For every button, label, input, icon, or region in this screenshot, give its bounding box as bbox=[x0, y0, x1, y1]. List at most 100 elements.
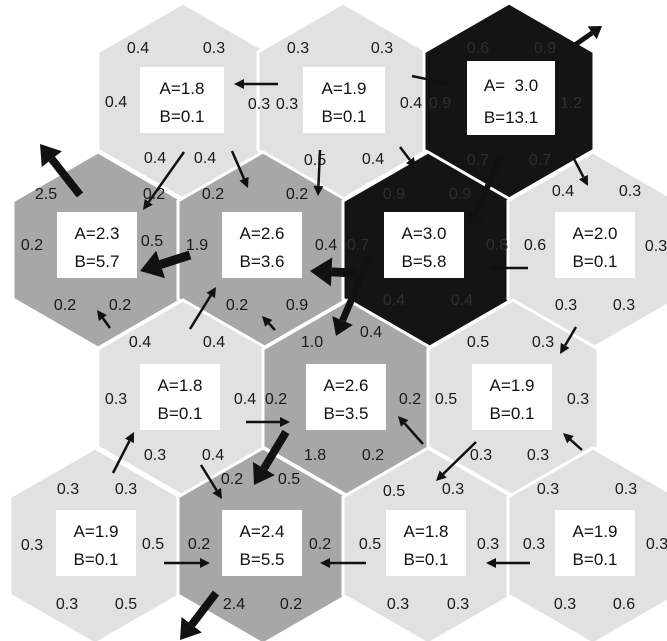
flow-arrow-head bbox=[320, 558, 330, 568]
edge-label: 0.2 bbox=[188, 536, 210, 553]
edge-label: 0.3 bbox=[477, 536, 499, 553]
cell-a-value: A=1.9 bbox=[74, 522, 119, 541]
flow-arrow-head bbox=[436, 470, 447, 481]
edge-label: 0.5 bbox=[467, 334, 489, 351]
edge-label: 0.2 bbox=[265, 391, 287, 408]
edge-label: 0.3 bbox=[527, 447, 549, 464]
flow-arrow-shaft bbox=[403, 422, 424, 445]
flow-arrow-head bbox=[310, 257, 333, 287]
edge-label: 0.3 bbox=[523, 536, 545, 553]
edge-label: 0.3 bbox=[371, 40, 393, 57]
cell-b-value: B=5.7 bbox=[75, 252, 120, 271]
edge-label: 1.0 bbox=[301, 334, 323, 351]
flow-arrow-head bbox=[206, 287, 216, 299]
flow-arrow-shaft bbox=[199, 464, 218, 492]
flow-arrow-head bbox=[587, 26, 602, 40]
edge-label: 0.3 bbox=[554, 596, 576, 613]
edge-label: 0.4 bbox=[203, 334, 225, 351]
flow-arrow-shaft bbox=[188, 590, 220, 628]
flow-arrow-shaft bbox=[230, 150, 246, 180]
edge-label: 0.3 bbox=[555, 297, 577, 314]
cell-a-value: A=1.8 bbox=[404, 522, 449, 541]
edge-label: 0.4 bbox=[451, 292, 473, 309]
edge-label: 0.2 bbox=[309, 536, 331, 553]
edge-label: 0.2 bbox=[21, 237, 43, 254]
cell-box-7: A=2.0 B=0.1 bbox=[555, 212, 635, 278]
edge-label: 0.3 bbox=[276, 96, 298, 113]
edge-label: 0.4 bbox=[129, 334, 151, 351]
edge-label: 0.5 bbox=[435, 391, 457, 408]
flow-arrow-shaft bbox=[331, 267, 357, 278]
edge-label: 0.4 bbox=[234, 391, 256, 408]
cell-box-14: A=1.9 B=0.1 bbox=[555, 510, 635, 576]
edge-labels: 0.4 0.3 0.3 0.3 0.4 0.3 0.3 0.4 0.4 0.4 … bbox=[21, 40, 667, 613]
edge-label: 0.6 bbox=[467, 40, 489, 57]
cell-b-value: B=0.1 bbox=[573, 252, 618, 271]
edge-label: 0.3 bbox=[21, 537, 43, 554]
flow-arrow-shaft bbox=[48, 156, 84, 198]
edge-label: 0.5 bbox=[141, 233, 163, 250]
cell-box-3: A= 3.0 B=13.1 bbox=[467, 61, 555, 135]
cell-box-5: A=2.6 B=3.6 bbox=[222, 212, 302, 278]
edge-label: 0.9 bbox=[534, 40, 556, 57]
edge-label: 1.9 bbox=[186, 237, 208, 254]
cell-a-value: A=2.0 bbox=[573, 224, 618, 243]
flow-arrow-head bbox=[486, 558, 496, 568]
flow-arrow-head bbox=[313, 185, 324, 196]
cell-a-value: A=2.3 bbox=[75, 224, 120, 243]
flow-arrow-shaft bbox=[147, 151, 186, 203]
cell-a-value: A=1.9 bbox=[322, 79, 367, 98]
flow-arrow-shaft bbox=[188, 294, 212, 330]
flow-arrow-head bbox=[200, 558, 210, 568]
edge-label: 0.2 bbox=[109, 297, 131, 314]
flow-arrow-head bbox=[563, 433, 574, 444]
flow-arrow-head bbox=[140, 250, 165, 279]
flow-arrow-shaft bbox=[111, 440, 131, 474]
edge-label: 0.6 bbox=[613, 596, 635, 613]
edge-label: 0.3 bbox=[615, 481, 637, 498]
edge-label: 0.3 bbox=[645, 238, 667, 255]
flow-arrow-shaft bbox=[411, 74, 441, 84]
flow-arrow-head bbox=[578, 174, 588, 186]
cell-b-value: B=5.5 bbox=[240, 550, 285, 569]
flow-arrow-shaft bbox=[570, 30, 594, 50]
edge-label: 0.9 bbox=[286, 297, 308, 314]
edge-label: 0.3 bbox=[287, 40, 309, 57]
flow-arrow-head bbox=[40, 144, 62, 168]
cell-b-value: B=0.1 bbox=[573, 550, 618, 569]
flow-arrow-head bbox=[332, 316, 353, 336]
edge-label: 0.2 bbox=[362, 447, 384, 464]
flow-arrow-head bbox=[466, 210, 485, 228]
flow-arrow-head bbox=[252, 461, 275, 485]
edge-label: 0.3 bbox=[203, 40, 225, 57]
edge-label: 0.8 bbox=[486, 237, 508, 254]
edge-label: 2.5 bbox=[35, 186, 57, 203]
edge-label: 0.2 bbox=[286, 186, 308, 203]
edge-label: 1.2 bbox=[560, 95, 582, 112]
cell-a-value: A=2.6 bbox=[324, 376, 369, 395]
edge-label: 0.2 bbox=[280, 596, 302, 613]
edge-label: 0.2 bbox=[226, 297, 248, 314]
flow-arrows bbox=[40, 26, 602, 640]
edge-label: 0.3 bbox=[442, 481, 464, 498]
cell-box-9: A=2.6 B=3.5 bbox=[306, 364, 386, 430]
cell-b-value: B=0.1 bbox=[404, 550, 449, 569]
cell-box-1: A=1.8 B=0.1 bbox=[140, 67, 224, 133]
flow-arrow-head bbox=[124, 432, 134, 444]
edge-label: 0.4 bbox=[383, 292, 405, 309]
cell-box-2: A=1.9 B=0.1 bbox=[303, 67, 385, 133]
edge-label: 0.3 bbox=[613, 297, 635, 314]
edge-label: 0.3 bbox=[56, 596, 78, 613]
cell-a-value: A=1.9 bbox=[490, 376, 535, 395]
edge-label: 0.7 bbox=[467, 152, 489, 169]
edge-label: 0.4 bbox=[315, 237, 337, 254]
edge-label: 0.5 bbox=[359, 536, 381, 553]
edge-label: 0.7 bbox=[347, 237, 369, 254]
flow-arrow-head bbox=[439, 77, 450, 87]
flow-arrow-shaft bbox=[101, 317, 112, 329]
edge-label: 0.4 bbox=[144, 150, 166, 167]
cell-a-value: A=1.9 bbox=[573, 522, 618, 541]
flow-arrow-head bbox=[234, 79, 244, 89]
edge-label: 0.3 bbox=[115, 481, 137, 498]
